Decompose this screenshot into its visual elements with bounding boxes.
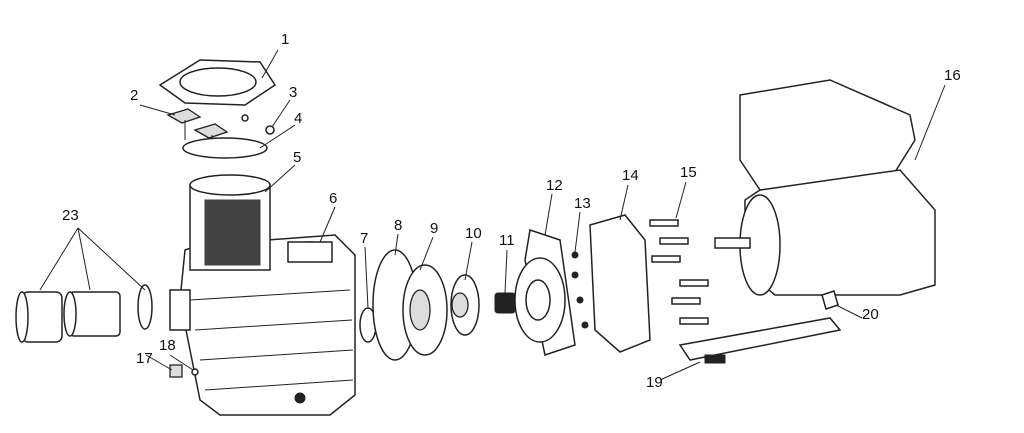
part-motor-bracket-14 bbox=[589, 214, 651, 353]
part-drain-plug bbox=[169, 364, 199, 378]
callout-17: 17 bbox=[136, 350, 153, 367]
callout-4: 4 bbox=[294, 110, 303, 127]
callout-1: 1 bbox=[281, 31, 290, 48]
callout-8: 8 bbox=[394, 217, 403, 234]
callout-7: 7 bbox=[360, 230, 369, 247]
callout-23: 23 bbox=[62, 207, 79, 224]
callout-9: 9 bbox=[430, 220, 439, 237]
part-seal-plate-12 bbox=[514, 229, 576, 356]
callout-16: 16 bbox=[944, 67, 961, 84]
callout-14: 14 bbox=[622, 167, 639, 184]
callout-19: 19 bbox=[646, 374, 663, 391]
callout-11: 11 bbox=[499, 232, 515, 249]
part-bolts-15 bbox=[649, 219, 709, 325]
part-pump-housing bbox=[169, 234, 356, 416]
callout-2: 2 bbox=[130, 87, 139, 104]
part-base-foot bbox=[704, 354, 726, 364]
callout-3: 3 bbox=[289, 84, 298, 101]
leader-lines bbox=[39, 49, 946, 381]
part-motor-16 bbox=[714, 79, 936, 296]
part-lid bbox=[158, 59, 277, 106]
part-lid-oring bbox=[182, 137, 268, 159]
part-nut bbox=[265, 125, 275, 135]
part-diffuser-9 bbox=[402, 264, 448, 356]
part-base-19 bbox=[678, 317, 842, 361]
part-seal-11 bbox=[494, 292, 516, 314]
callout-13: 13 bbox=[574, 195, 591, 212]
callout-5: 5 bbox=[293, 149, 302, 166]
part-strainer-basket bbox=[189, 174, 271, 271]
part-bolts-13 bbox=[571, 251, 589, 329]
part-small-screw bbox=[241, 114, 249, 122]
callout-15: 15 bbox=[680, 164, 697, 181]
part-unions bbox=[15, 284, 153, 343]
callout-12: 12 bbox=[546, 177, 563, 194]
part-knobs bbox=[166, 108, 229, 158]
part-clip-20 bbox=[821, 290, 839, 310]
callout-6: 6 bbox=[329, 190, 338, 207]
part-impeller-10 bbox=[450, 274, 480, 336]
callout-18: 18 bbox=[159, 337, 176, 354]
callout-20: 20 bbox=[862, 306, 879, 323]
callout-10: 10 bbox=[465, 225, 482, 242]
